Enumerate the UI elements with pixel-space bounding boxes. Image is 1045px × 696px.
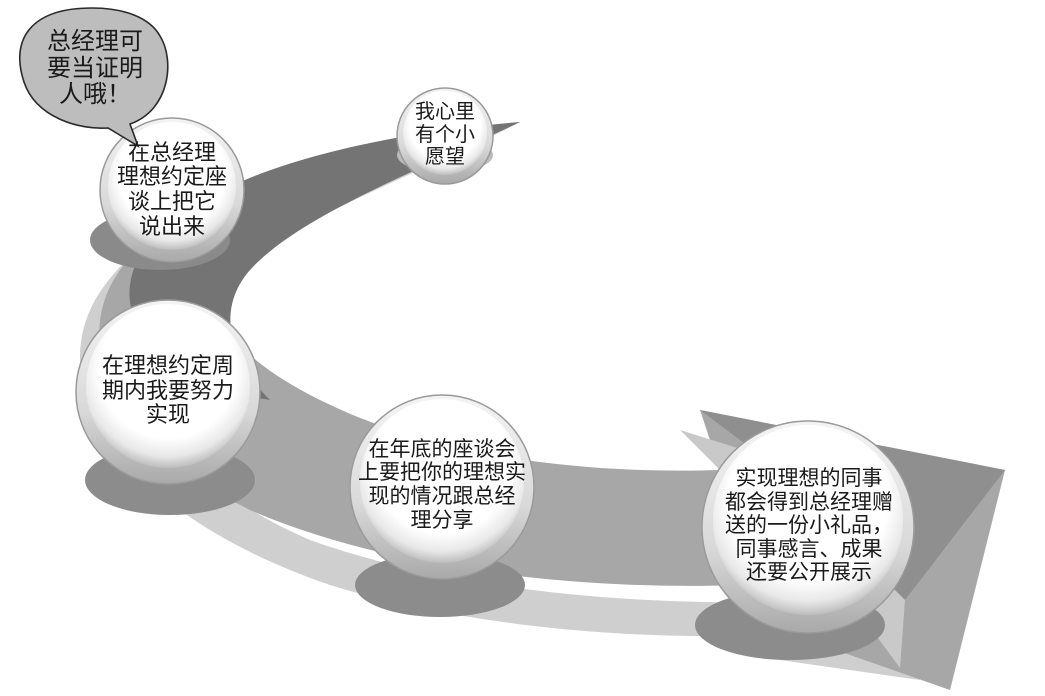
- step-1-text: 我心里 有个小 愿望: [415, 99, 475, 169]
- node-circle-1: [396, 87, 494, 185]
- step-2-text: 在总经理 理想约定座 谈上把它 说出来: [116, 140, 227, 240]
- node-circle-3: [75, 299, 261, 485]
- arrow-band-light: [79, 122, 921, 680]
- node-circle-2: [99, 117, 245, 263]
- step-4-text: 在年底的座谈会 上要把你的理想实 现的情况跟总经 理分享: [358, 436, 526, 532]
- speech-bubble-text: 总经理可 要当证明 人哦！: [47, 26, 143, 109]
- speech-bubble-shape: [19, 7, 169, 148]
- step-5-text: 实现理想的同事 都会得到总经理赠 送的一份小礼品， 同事感言、成果 还要公开展示: [725, 466, 893, 585]
- node-circle-4: [349, 394, 535, 580]
- step-3-text: 在理想约定周 期内我要努力 实现: [101, 354, 234, 429]
- node-circle-5: [701, 420, 915, 634]
